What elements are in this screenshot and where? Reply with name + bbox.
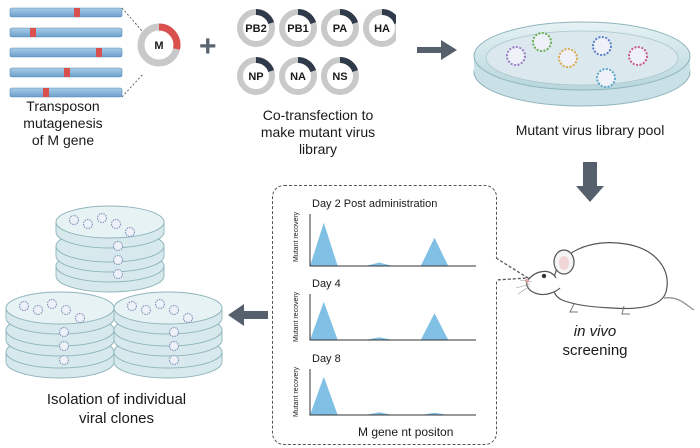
chart-day8: Mutant recovery [293,366,476,417]
chart-day8-axes [309,369,476,416]
m-segment-label: M [154,40,163,52]
virus-library-dish [473,21,691,107]
mouse-illustration [515,242,695,315]
stacked-dishes-top [55,205,165,293]
segment-ring-pb2: PB2 [237,9,275,47]
in-vivo-label: in vivo screening [562,323,628,359]
svg-text:PB2: PB2 [245,23,266,35]
svg-text:PB1: PB1 [287,23,308,35]
segment-ring-ns: NS [321,57,359,95]
svg-text:NA: NA [290,71,306,83]
transposon-plasmids [9,7,144,98]
library-label: Mutant virus library pool [515,122,665,138]
panel-callout [494,257,531,281]
segment-ring-pa: PA [321,9,359,47]
chart-day8-ylabel: Mutant recovery [293,366,300,417]
chart-day4: Mutant recovery [293,291,476,342]
transposon-label: Transposon mutagenesis of M gene [23,98,103,148]
m-segment-ring: M [137,23,181,67]
chart-day8-title: Day 8 [312,353,341,365]
screening-panel [272,185,497,445]
plasmid-bars [9,7,123,98]
chart-day2-ylabel: Mutant recovery [293,211,300,262]
arrow-right-icon [417,40,457,60]
chart-x-axis-label: M gene nt positon [358,425,454,439]
chart-day4-title: Day 4 [312,278,341,290]
arrow-left-icon [228,304,268,326]
isolation-label: Isolation of individual viral clones [46,391,187,427]
chart-day2-axes [309,214,476,267]
svg-text:HA: HA [374,23,390,35]
stacked-dishes-bottom-left [5,291,115,379]
chart-day4-axes [309,294,476,341]
chart-day2: Mutant recovery [293,211,476,267]
svg-text:NP: NP [248,71,263,83]
chart-day4-ylabel: Mutant recovery [293,291,300,342]
svg-text:PA: PA [333,23,348,35]
segment-ring-na: NA [279,57,317,95]
virus-particles [506,32,648,88]
svg-text:NS: NS [332,71,347,83]
segment-ring-np: NP [237,57,275,95]
chart-day2-series-area [310,222,476,266]
arrow-down-icon [576,162,604,202]
segment-ring-pb1: PB1 [279,9,317,47]
cotransfection-label: Co-transfection to make mutant virus lib… [260,107,376,157]
chart-day4-series-area [310,301,476,340]
chart-day2-title: Day 2 Post administration [312,198,438,210]
plus-sign: + [199,30,217,63]
chart-day8-series-area [310,376,476,415]
segment-ring-ha: HA [363,9,396,47]
stacked-dishes-bottom-right [113,291,223,379]
segment-rings: PB2 PB1 PA HA NP NA NS [237,9,396,95]
